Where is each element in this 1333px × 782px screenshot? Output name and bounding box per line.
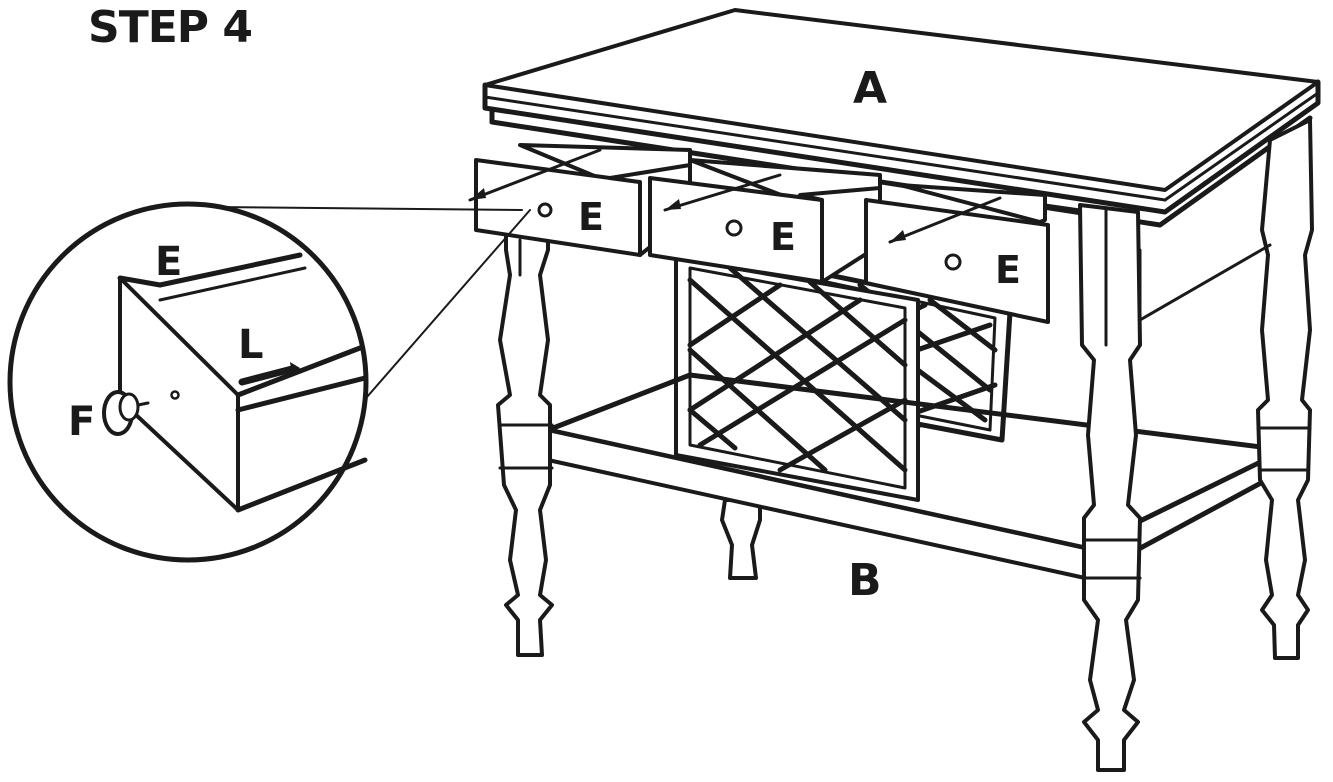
drawer-center [648,158,882,284]
callout-lines [209,206,531,406]
label-e-drawer-left: E [578,195,604,239]
label-e-drawer-right: E [995,248,1021,292]
wine-rack-front [674,256,920,502]
knob-icon [102,390,180,436]
label-e-drawer-center: E [770,215,796,259]
leg-back-left [720,498,762,580]
leg-back-right [1256,118,1314,660]
step-title: STEP 4 [88,2,253,53]
leg-front-left [496,213,554,657]
detail-magnifier [7,201,369,563]
apron [1043,203,1272,322]
drawer-right [864,183,1050,324]
label-b: B [848,555,882,606]
label-e-detail: E [155,239,182,285]
label-f: F [68,399,95,445]
label-a: A [853,63,887,114]
label-l: L [238,322,264,368]
screw-icon [238,365,296,386]
leg-front-right [1078,203,1142,772]
